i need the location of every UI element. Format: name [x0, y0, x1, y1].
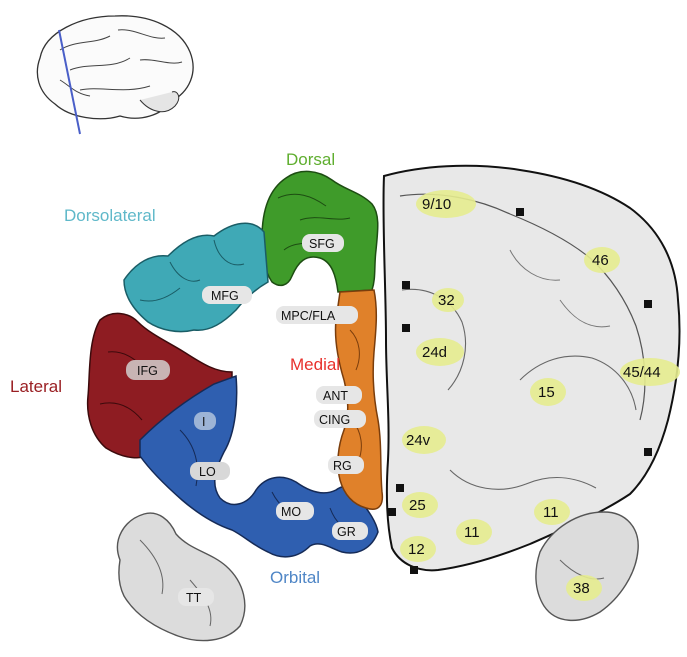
label-ant: ANT: [323, 389, 348, 403]
label-sfg: SFG: [309, 237, 335, 251]
region-label-dorsolateral: Dorsolateral: [64, 206, 156, 225]
area-46: 46: [592, 252, 609, 269]
label-mfg: MFG: [211, 289, 239, 303]
brain-inset: [37, 16, 193, 134]
label-ifg: IFG: [137, 364, 158, 378]
label-tt: TT: [186, 591, 202, 605]
area-11-b: 11: [543, 504, 559, 521]
label-gr: GR: [337, 525, 356, 539]
label-i: I: [202, 415, 205, 429]
label-rg: RG: [333, 459, 352, 473]
region-label-dorsal: Dorsal: [286, 150, 335, 169]
area-24v: 24v: [406, 432, 431, 449]
area-11-a: 11: [464, 524, 480, 541]
area-24d: 24d: [422, 344, 447, 361]
region-label-lateral: Lateral: [10, 377, 62, 396]
label-cing: CING: [319, 413, 350, 427]
area-9-10: 9/10: [422, 196, 451, 213]
area-38: 38: [573, 580, 590, 597]
area-25: 25: [409, 497, 426, 514]
label-lo: LO: [199, 465, 216, 479]
area-32: 32: [438, 292, 455, 309]
area-12: 12: [408, 541, 425, 558]
area-15: 15: [538, 384, 555, 401]
label-mpc-fla: MPC/FLA: [281, 309, 336, 323]
region-label-orbital: Orbital: [270, 568, 320, 587]
label-mo: MO: [281, 505, 301, 519]
region-label-medial: Medial: [290, 355, 340, 374]
area-45-44: 45/44: [623, 364, 661, 381]
